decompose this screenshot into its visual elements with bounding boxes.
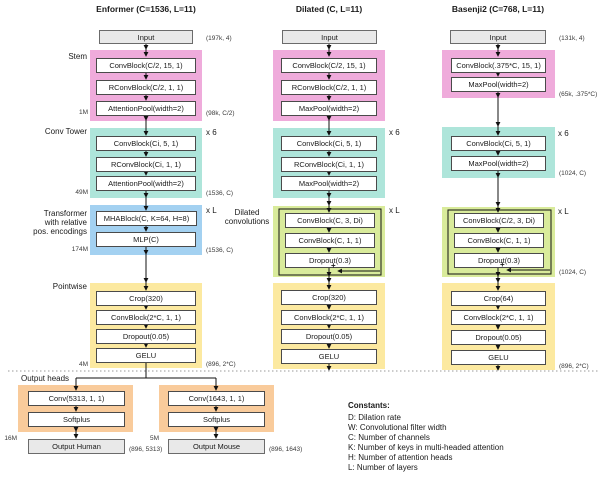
basenji2-dilated-mult: x L	[558, 207, 569, 216]
enformer-transformer-shape: (1536, C)	[206, 247, 234, 254]
human-conv-node: Conv(5313, 1, 1)	[28, 391, 125, 406]
enformer-transformer-params: 174M	[71, 246, 88, 253]
constant-keys: K: Number of keys in multi-headed attent…	[348, 443, 504, 452]
transformer-label-line1: Transformer	[43, 209, 87, 218]
basenji2-input-shape: (131k, 4)	[559, 35, 585, 42]
basenji2-pointwise-convblock-node: ConvBlock(2*C, 1, 1)	[451, 310, 546, 325]
basenji2-input-node: Input	[450, 30, 546, 44]
basenji2-tower-maxpool-node: MaxPool(width=2)	[451, 156, 546, 171]
basenji2-dilated-shape: (1024, C)	[559, 269, 587, 276]
basenji2-residual-plus: +	[500, 260, 505, 269]
enformer-pointwise-convblock-node: ConvBlock(2*C, 1, 1)	[96, 310, 196, 325]
enformer-stem-attentionpool-node: AttentionPool(width=2)	[96, 101, 196, 116]
constant-filter-width: W: Convolutional filter width	[348, 423, 447, 432]
enformer-stem-convblock-node: ConvBlock(C/2, 15, 1)	[96, 58, 196, 73]
basenji2-stem-shape: (65k, .375*C)	[559, 91, 598, 98]
dilated-dconv1-node: ConvBlock(C, 3, Di)	[285, 213, 375, 228]
dilated-crop-node: Crop(320)	[281, 290, 377, 305]
output-heads-label: Output heads	[21, 374, 70, 383]
basenji2-dconv1-node: ConvBlock(C/2, 3, Di)	[454, 213, 544, 228]
enformer-mhablock-node: MHABlock(C, K=64, H=8)	[96, 211, 197, 226]
enformer-pointwise-shape: (896, 2*C)	[206, 361, 236, 368]
enformer-stem-shape: (98k, C/2)	[206, 110, 235, 117]
mouse-conv-node: Conv(1643, 1, 1)	[168, 391, 265, 406]
enformer-dropout-node: Dropout(0.05)	[96, 329, 196, 344]
basenji2-tower-convblock-node: ConvBlock(Ci, 5, 1)	[451, 136, 546, 151]
enformer-tower-attentionpool-node: AttentionPool(width=2)	[96, 176, 196, 191]
dilated-stem-maxpool-node: MaxPool(width=2)	[281, 101, 377, 116]
transformer-label-line3: pos. encodings	[33, 227, 87, 236]
dilated-residual-plus: +	[331, 261, 336, 270]
pointwise-label: Pointwise	[52, 282, 87, 291]
enformer-input-node: Input	[99, 30, 193, 44]
mouse-head-params: 5M	[149, 435, 159, 442]
enformer-tower-shape: (1536, C)	[206, 190, 234, 197]
dilated-title: Dilated (C, L=11)	[295, 4, 363, 14]
dilated-tower-rconvblock-node: RConvBlock(Ci, 1, 1)	[281, 157, 377, 172]
transformer-label-line2: with relative	[44, 218, 87, 227]
human-output-shape: (896, 5313)	[129, 446, 163, 453]
dilated-dconv2-node: ConvBlock(C, 1, 1)	[285, 233, 375, 248]
enformer-title: Enformer (C=1536, L=11)	[96, 4, 196, 14]
dilated-tower-maxpool-node: MaxPool(width=2)	[281, 176, 377, 191]
mouse-softplus-node: Softplus	[168, 412, 265, 427]
constant-channels: C: Number of channels	[348, 433, 430, 442]
dilated-stem-rconvblock-node: RConvBlock(C/2, 1, 1)	[281, 80, 377, 95]
dilated-input-node: Input	[282, 30, 377, 44]
conv-tower-label: Conv Tower	[44, 127, 87, 136]
enformer-tower-params: 49M	[75, 189, 88, 196]
constant-dilation-rate: D: Dilation rate	[348, 413, 401, 422]
basenji2-dconv2-node: ConvBlock(C, 1, 1)	[454, 233, 544, 248]
dilated-pointwise-convblock-node: ConvBlock(2*C, 1, 1)	[281, 310, 377, 325]
mouse-output-shape: (896, 1643)	[269, 446, 303, 453]
basenji2-pointwise-shape: (896, 2*C)	[559, 363, 589, 370]
basenji2-tower-shape: (1024, C)	[559, 170, 587, 177]
basenji2-title: Basenji2 (C=768, L=11)	[451, 4, 545, 14]
enformer-tower-convblock-node: ConvBlock(Ci, 5, 1)	[96, 136, 196, 151]
basenji2-dropout03-node: Dropout(0.3)	[454, 253, 544, 268]
enformer-pointwise-params: 4M	[78, 361, 88, 368]
constant-attention-heads: H: Number of attention heads	[348, 453, 453, 462]
dilated-dropout005-node: Dropout(0.05)	[281, 329, 377, 344]
output-human-node: Output Human	[28, 439, 125, 454]
stem-label: Stem	[68, 52, 87, 61]
enformer-tower-mult: x 6	[206, 128, 217, 137]
dilated-dilated-mult: x L	[389, 206, 400, 215]
dilated-gelu-node: GELU	[281, 349, 377, 364]
constants-title: Constants:	[348, 401, 390, 410]
enformer-transformer-mult: x L	[206, 206, 217, 215]
basenji2-crop-node: Crop(64)	[451, 291, 546, 306]
human-head-params: 16M	[4, 435, 17, 442]
basenji2-stem-convblock-node: ConvBlock(.375*C, 15, 1)	[451, 58, 546, 73]
enformer-mlp-node: MLP(C)	[96, 232, 196, 247]
enformer-stem-rconvblock-node: RConvBlock(C/2, 1, 1)	[96, 80, 196, 95]
dilated-convolutions-label-line1: Dilated	[234, 208, 260, 217]
constant-layers: L: Number of layers	[348, 463, 418, 472]
dilated-tower-mult: x 6	[389, 128, 400, 137]
basenji2-tower-mult: x 6	[558, 129, 569, 138]
dilated-tower-convblock-node: ConvBlock(Ci, 5, 1)	[281, 136, 377, 151]
enformer-tower-rconvblock-node: RConvBlock(Ci, 1, 1)	[96, 157, 196, 172]
enformer-input-shape: (197k, 4)	[206, 35, 232, 42]
basenji2-dropout005-node: Dropout(0.05)	[451, 330, 546, 345]
human-softplus-node: Softplus	[28, 412, 125, 427]
dilated-dropout03-node: Dropout(0.3)	[285, 253, 375, 268]
enformer-gelu-node: GELU	[96, 348, 196, 363]
dilated-convolutions-label-line2: convolutions	[224, 217, 270, 226]
output-mouse-node: Output Mouse	[168, 439, 265, 454]
basenji2-gelu-node: GELU	[451, 350, 546, 365]
enformer-crop-node: Crop(320)	[96, 291, 196, 306]
dilated-stem-convblock-node: ConvBlock(C/2, 15, 1)	[281, 58, 377, 73]
basenji2-stem-maxpool-node: MaxPool(width=2)	[451, 77, 546, 92]
enformer-stem-params: 1M	[78, 109, 88, 116]
